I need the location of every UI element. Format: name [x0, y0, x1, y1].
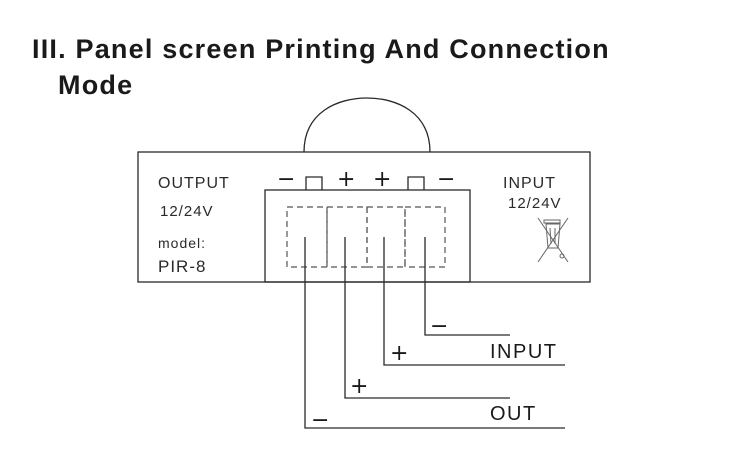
wire-out-minus	[304, 237, 565, 429]
wire-label-input: INPUT	[490, 341, 558, 363]
wire-sign-out-plus: +	[350, 374, 368, 399]
page-title-line-2: Mode	[58, 70, 133, 100]
wire-input-minus	[424, 237, 510, 336]
crossed-out-wheeled-bin-icon	[537, 217, 569, 263]
terminal-sign-4: −	[437, 167, 455, 192]
wire-out-plus	[344, 237, 510, 399]
output-label: OUTPUT	[158, 175, 230, 192]
output-voltage: 12/24V	[160, 203, 214, 220]
wire-sign-input-minus: −	[430, 314, 448, 339]
terminal-slot-3	[366, 206, 406, 268]
terminal-sign-3: +	[373, 167, 391, 192]
terminal-sign-2: +	[337, 167, 355, 192]
input-label: INPUT	[503, 175, 556, 192]
wire-input-plus	[383, 237, 565, 366]
model-label: model:	[158, 235, 206, 251]
input-voltage: 12/24V	[508, 195, 562, 212]
wire-sign-input-plus: +	[390, 341, 408, 366]
sensor-dome	[303, 97, 431, 153]
page-title-line-1: III. Panel screen Printing And Connectio…	[32, 34, 610, 64]
terminal-tab-right	[407, 176, 425, 190]
terminal-block	[264, 189, 471, 283]
terminal-sign-1: −	[277, 167, 295, 192]
wire-label-out: OUT	[490, 403, 537, 425]
terminal-slot-1	[286, 206, 328, 268]
terminal-tab-left	[305, 176, 323, 190]
model-value: PIR-8	[158, 257, 206, 276]
wire-sign-out-minus: −	[311, 408, 329, 433]
terminal-slot-2	[326, 206, 368, 268]
